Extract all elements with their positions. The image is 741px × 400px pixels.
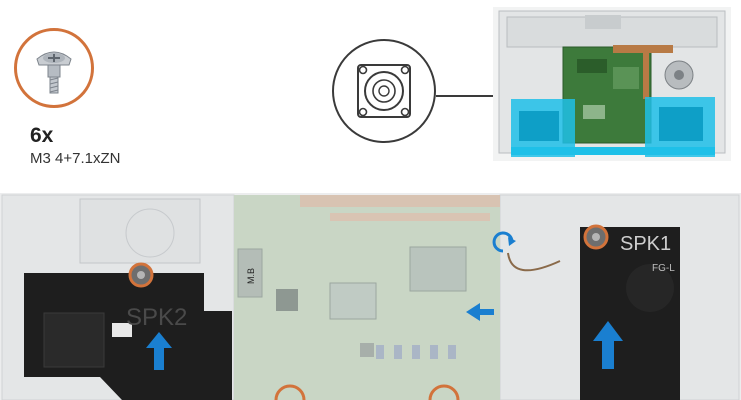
speaker-symbol: [332, 39, 436, 143]
rotate-arrow-icon: [492, 231, 516, 253]
leader-line: [436, 95, 516, 97]
board-marking: M.B: [246, 268, 256, 284]
screw-icon: [36, 51, 72, 94]
cable-route-arrow-icon: [466, 303, 494, 321]
screw-callout: [14, 28, 94, 108]
detail-illustration: M.B SPK2 SPK1 FG-L: [0, 193, 741, 400]
speaker-icon: [357, 64, 411, 118]
lift-arrow-spk2-icon: [146, 332, 172, 370]
right-speaker-sublabel: FG-L: [652, 263, 675, 274]
screw-specification: M3 4+7.1xZN: [30, 150, 121, 167]
overview-illustration: [493, 7, 731, 161]
screw-callout-spk2: [128, 262, 154, 288]
screw-callout-spk1: [583, 224, 609, 250]
screw-callout-bottom-1: [274, 384, 306, 400]
screw-quantity: 6x: [30, 124, 54, 147]
lift-arrow-spk1-icon: [593, 321, 623, 369]
right-speaker-label: SPK1: [620, 233, 671, 255]
left-speaker-label: SPK2: [126, 304, 187, 331]
screw-callout-bottom-2: [428, 384, 460, 400]
